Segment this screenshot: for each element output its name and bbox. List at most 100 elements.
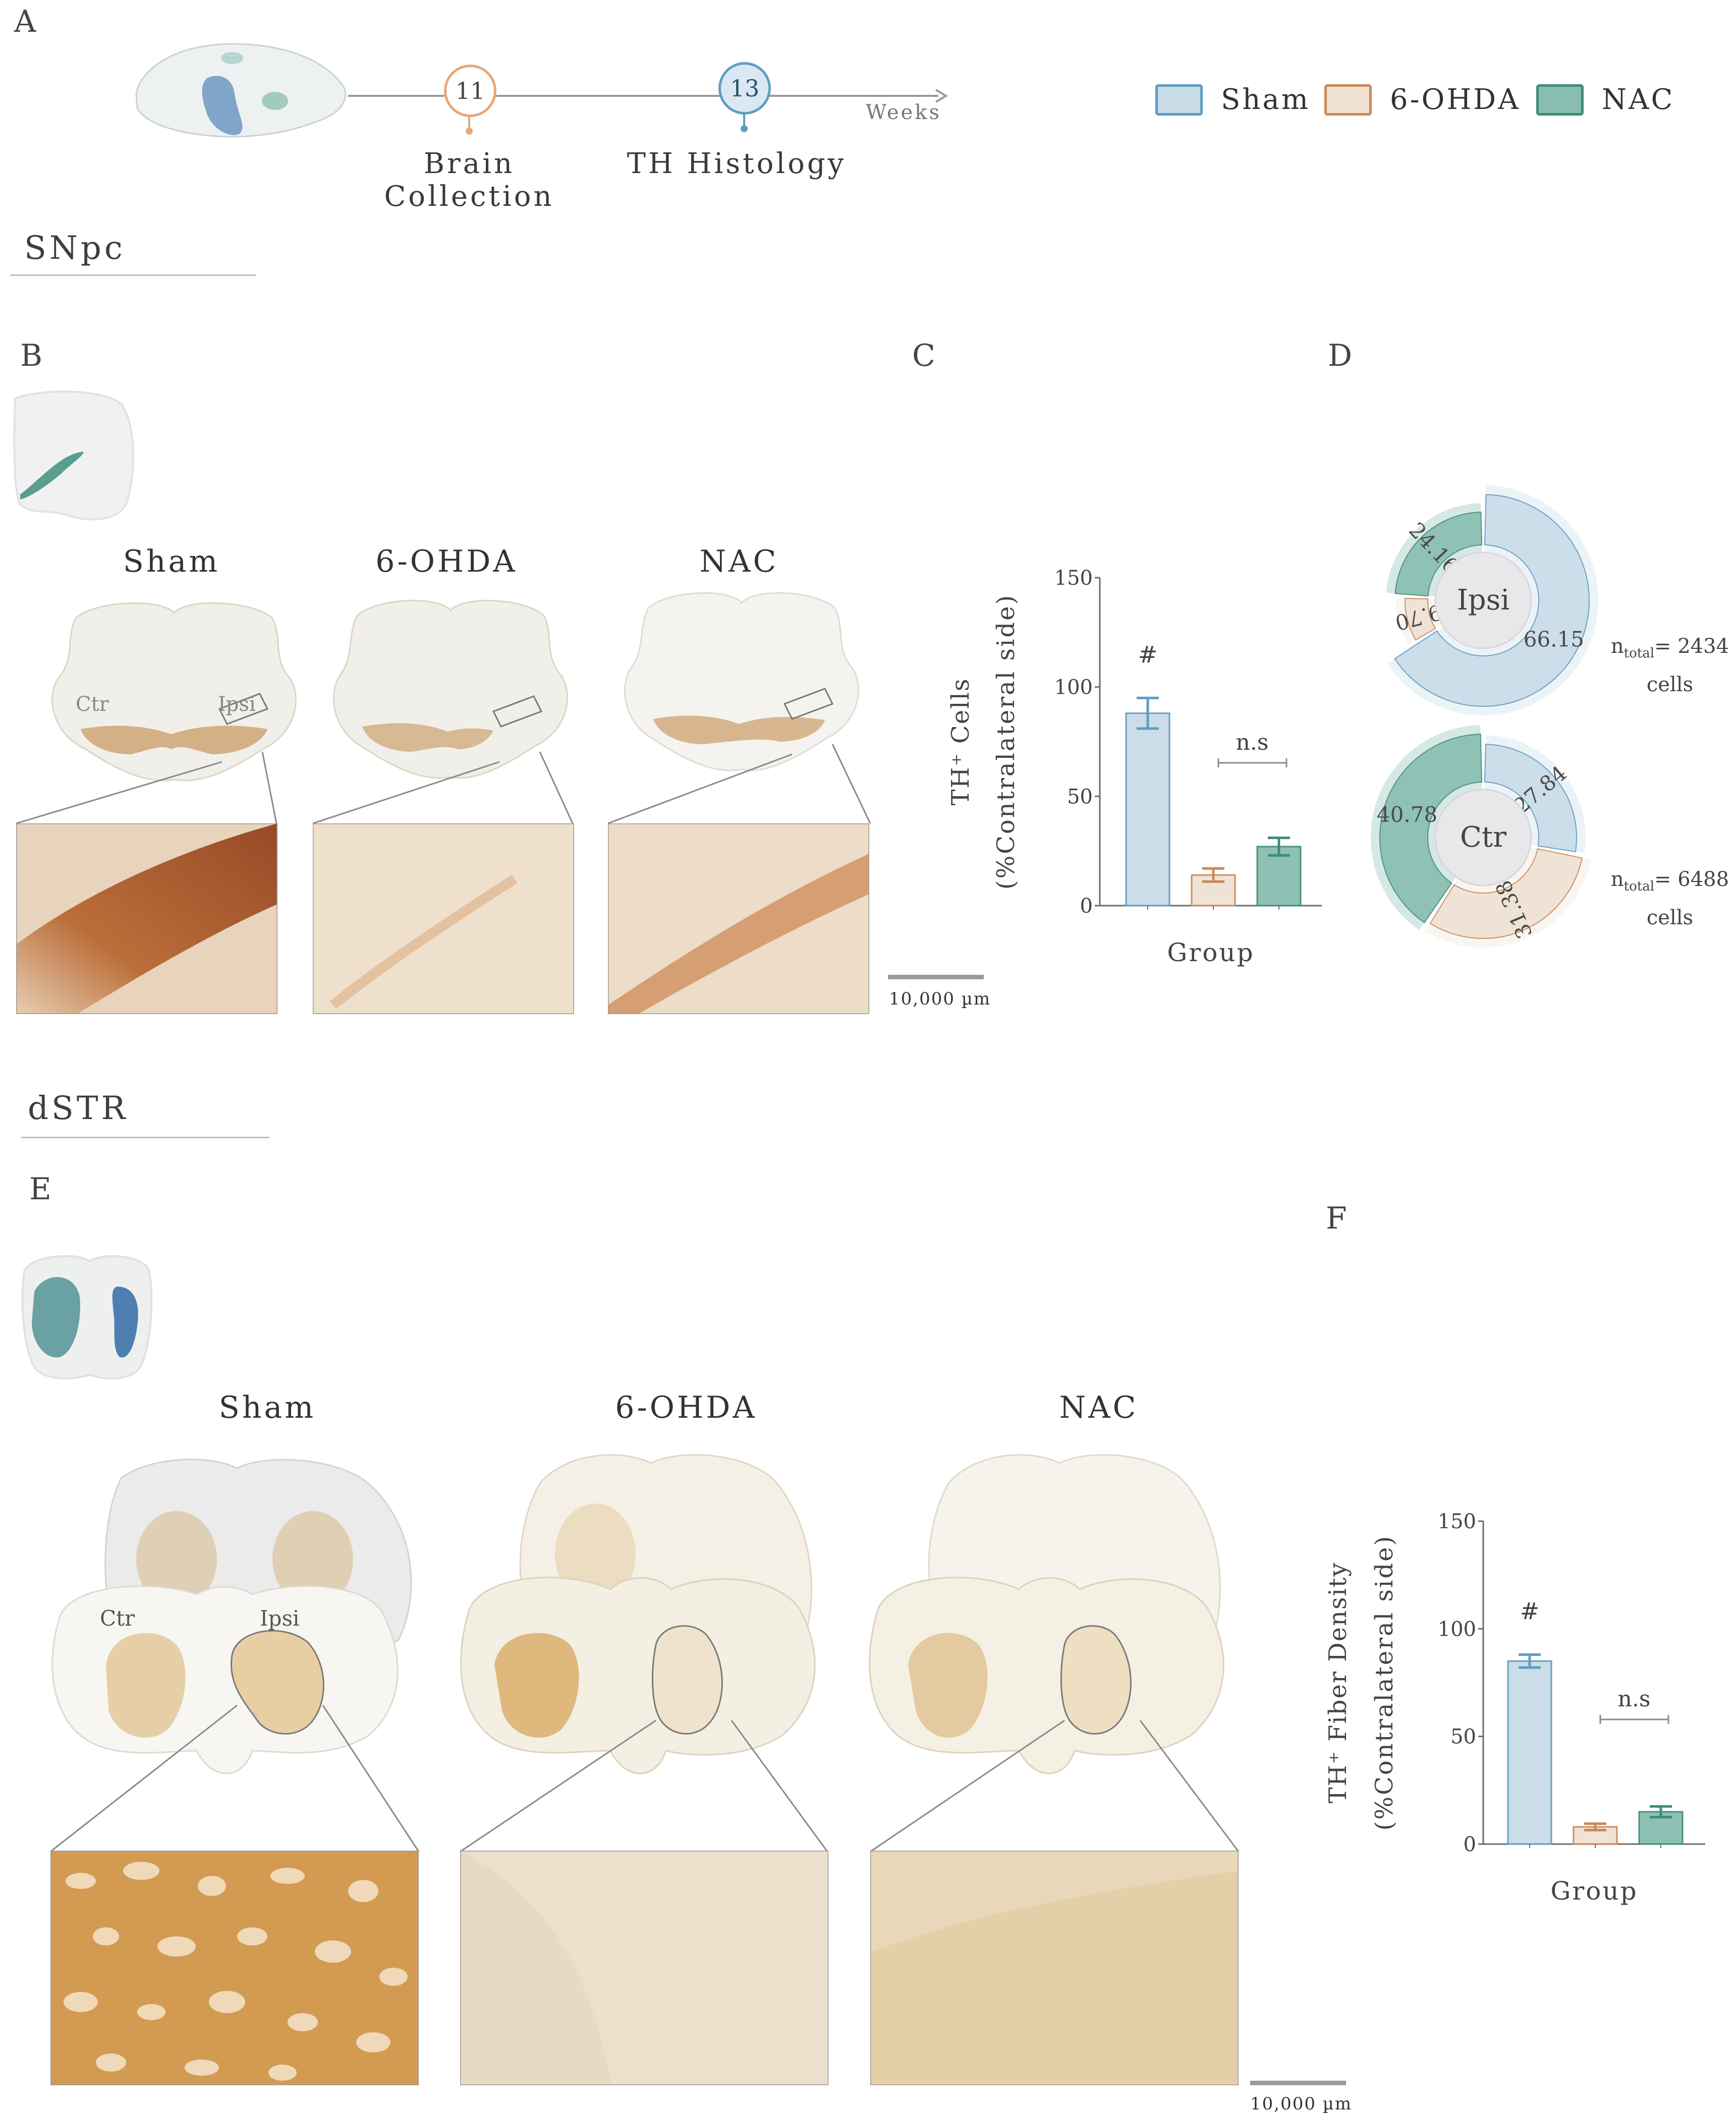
midbrain-section-sham: [51, 602, 297, 782]
legend-swatch-nac: [1536, 84, 1584, 116]
midbrain-section-6ohda: [332, 599, 568, 779]
donut-slice-sham: [1484, 744, 1577, 853]
significance-hash: #: [1520, 1598, 1540, 1625]
n-total-ctr-value: = 6488: [1654, 868, 1729, 891]
y-tick-label: 50: [1450, 1726, 1476, 1749]
n-total-ipsi-unit: cells: [1646, 673, 1694, 696]
donut-slice-label: 66.15: [1524, 627, 1584, 652]
panel-label-f: F: [1326, 1201, 1347, 1236]
legend-swatch-6ohda: [1324, 84, 1372, 116]
donut-slice-nac: [1379, 734, 1483, 923]
section-title-snpc: SNpc: [24, 230, 126, 267]
y-tick-label: 50: [1067, 785, 1093, 808]
donut-center-label: Ctr: [1460, 821, 1506, 854]
legend-item-sham: Sham: [1155, 83, 1310, 116]
donut-center-label: Ipsi: [1457, 584, 1510, 617]
bar-sham: [1507, 1660, 1552, 1845]
dstr-schematic-icon: [21, 1255, 153, 1380]
donut-slice-6ohda: [1429, 848, 1583, 939]
y-tick-label: 150: [1438, 1510, 1476, 1533]
section-title-dstr: dSTR: [28, 1090, 129, 1127]
striatal-section-nac: [869, 1454, 1224, 1774]
y-tick-label: 0: [1080, 895, 1093, 918]
n-total-ipsi: ntotal= 2434 cells: [1609, 631, 1730, 700]
legend-swatch-sham: [1155, 84, 1203, 116]
n-total-ipsi-value: = 2434: [1654, 635, 1729, 658]
zoom-image-b-nac: [608, 823, 869, 1014]
y-axis-label-line2: (%Contralateral side): [1370, 1535, 1398, 1830]
panel-label-c: C: [912, 338, 935, 373]
timeline-label-brain-collection: Brain Collection: [384, 147, 554, 213]
zoom-image-b-sham: [16, 823, 277, 1014]
x-axis-label: Group: [1167, 938, 1254, 967]
section-label-ipsi-e: Ipsi: [260, 1606, 300, 1631]
y-tick-label: 100: [1438, 1618, 1476, 1641]
striatal-section-6ohda: [460, 1454, 816, 1774]
x-axis-label: Group: [1550, 1876, 1638, 1906]
timeline-axis-label: Weeks: [866, 101, 941, 124]
group-title-b-sham: Sham: [123, 544, 220, 579]
section-label-contra-e: Ctr: [100, 1606, 135, 1631]
n-total-ctr: ntotal= 6488 cells: [1609, 864, 1730, 933]
scale-bar-b: [888, 975, 984, 979]
group-title-b-6ohda: 6-OHDA: [375, 544, 518, 579]
ns-label: n.s: [1236, 730, 1269, 755]
scale-bar-label-e: 10,000 µm: [1250, 2094, 1353, 2114]
donut-center: [1434, 789, 1532, 886]
legend-item-nac: NAC: [1536, 83, 1674, 116]
group-title-e-sham: Sham: [218, 1390, 316, 1425]
group-title-e-6ohda: 6-OHDA: [615, 1390, 757, 1425]
zoom-image-e-sham: [50, 1851, 419, 2085]
donut-slice-6ohda: [1405, 597, 1436, 641]
donut-slice-sham: [1394, 494, 1590, 707]
zoom-lines-b: [16, 744, 871, 824]
y-tick-label: 100: [1054, 676, 1093, 699]
panel-label-b: B: [20, 338, 43, 373]
legend-label-sham: Sham: [1221, 83, 1310, 116]
section-rule-dstr: [21, 1137, 269, 1138]
timeline-label-th-histology: TH Histology: [627, 147, 847, 180]
zoom-lines-e: [50, 1704, 1240, 1853]
donut-slice-label: 40.78: [1377, 802, 1437, 827]
timeline-node-week-11: 11: [444, 65, 496, 117]
section-label-contra: Ctr: [76, 693, 109, 716]
n-total-ctr-sub: total: [1623, 879, 1655, 894]
rat-brain-schematic-icon: [135, 43, 347, 138]
n-total-ctr-unit: cells: [1646, 906, 1694, 929]
scale-bar-label-b: 10,000 µm: [889, 989, 991, 1009]
y-axis-label-line2: (%Contralateral side): [992, 594, 1020, 889]
snpc-schematic-icon: [13, 391, 134, 521]
group-title-b-nac: NAC: [699, 544, 779, 579]
timeline-node-week-13: 13: [718, 62, 771, 115]
section-rule-snpc: [10, 274, 256, 276]
y-axis-label-line1: TH⁺ Fiber Density: [1324, 1562, 1352, 1804]
zoom-image-e-6ohda: [460, 1851, 828, 2085]
zoom-image-e-nac: [870, 1851, 1239, 2085]
panel-label-d: D: [1328, 338, 1353, 373]
significance-hash: #: [1138, 641, 1158, 668]
zoom-image-b-6ohda: [313, 823, 574, 1014]
donut-slice-nac: [1394, 512, 1483, 597]
midbrain-section-nac: [624, 592, 859, 771]
section-label-ipsi: Ipsi: [218, 693, 256, 716]
y-tick-label: 0: [1464, 1833, 1476, 1856]
y-tick-label: 150: [1054, 567, 1093, 590]
ns-label: n.s: [1618, 1686, 1651, 1712]
panel-label-e: E: [29, 1172, 51, 1207]
y-axis-label-line1: TH⁺ Cells: [946, 678, 975, 806]
n-total-ctr-prefix: n: [1610, 868, 1624, 891]
legend-item-6ohda: 6-OHDA: [1324, 83, 1521, 116]
group-title-e-nac: NAC: [1059, 1390, 1139, 1425]
panel-label-a: A: [14, 4, 36, 39]
legend-label-nac: NAC: [1602, 83, 1675, 116]
donut-center: [1434, 551, 1532, 649]
n-total-ipsi-prefix: n: [1610, 635, 1624, 658]
striatal-section-sham: [51, 1459, 412, 1774]
scale-bar-e: [1250, 2081, 1346, 2085]
timeline-axis: [348, 89, 948, 135]
bar-sham: [1125, 712, 1170, 907]
